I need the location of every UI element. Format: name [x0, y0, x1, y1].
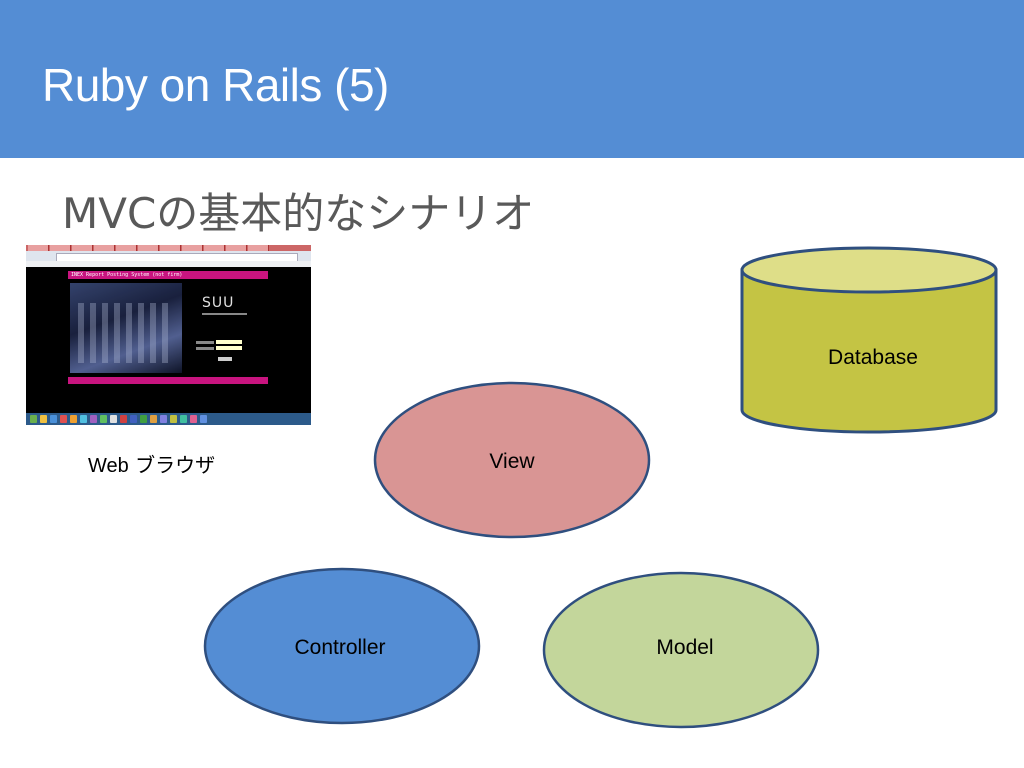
os-taskbar — [26, 413, 311, 425]
view-ellipse — [373, 381, 651, 539]
browser-bookmarks-bar — [26, 261, 311, 267]
database-top — [740, 246, 998, 294]
browser-tabs — [26, 245, 311, 251]
browser-page: INEX Report Posting System (not firm) SU… — [26, 267, 311, 413]
model-ellipse — [542, 571, 820, 729]
database-body — [740, 268, 998, 434]
web-browser-caption: Web ブラウザ — [88, 449, 215, 478]
page-field-label — [196, 341, 214, 344]
caption-latin: Web — [88, 455, 129, 477]
controller-ellipse — [203, 567, 481, 725]
page-field-label — [196, 347, 214, 350]
slide-title: Ruby on Rails (5) — [42, 59, 389, 111]
page-logo: SUU — [202, 295, 235, 311]
title-bar — [0, 0, 1024, 158]
page-banner: INEX Report Posting System (not firm) — [68, 271, 268, 279]
database-node: Database — [740, 246, 998, 434]
view-label: View — [489, 450, 535, 473]
controller-node: Controller — [203, 567, 481, 725]
page-logo-subtitle — [202, 313, 247, 315]
slide-subtitle: MVCの基本的なシナリオ — [62, 189, 535, 238]
web-browser-screenshot: INEX Report Posting System (not firm) SU… — [26, 245, 311, 425]
view-node: View — [373, 381, 651, 539]
page-button — [218, 357, 232, 361]
page-field — [216, 346, 242, 350]
page-field — [216, 340, 242, 344]
database-label: Database — [828, 346, 918, 369]
page-photo — [70, 283, 182, 373]
model-node: Model — [542, 571, 820, 729]
caption-jp: ブラウザ — [135, 453, 216, 477]
controller-label: Controller — [294, 636, 385, 659]
page-footer-bar — [68, 377, 268, 384]
model-label: Model — [656, 636, 713, 659]
